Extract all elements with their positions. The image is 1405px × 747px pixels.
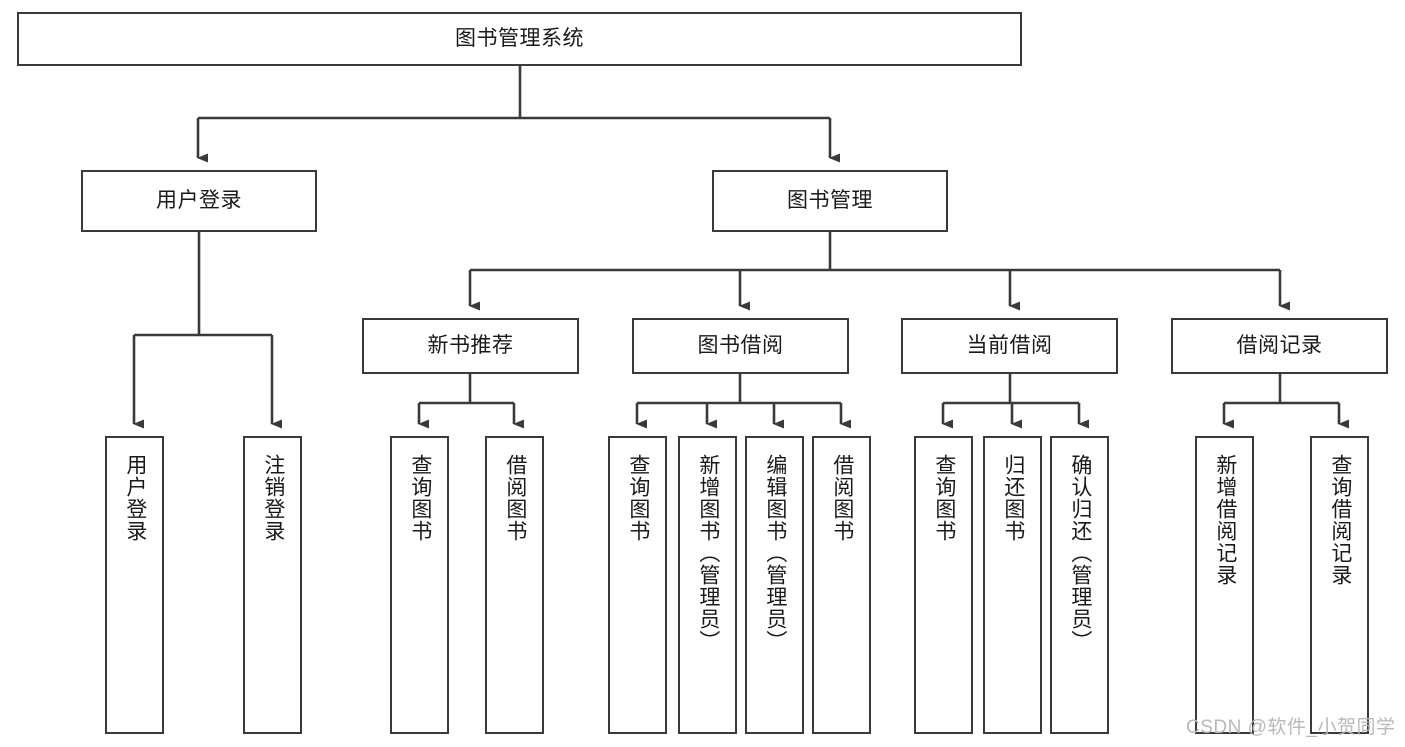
node-leaf-add-borrow-record[interactable]: 新增借阅记录	[1195, 436, 1254, 734]
node-label: 图书借阅	[697, 334, 784, 358]
node-leaf-return-book[interactable]: 归还图书	[983, 436, 1042, 734]
node-label: 借阅记录	[1236, 334, 1323, 358]
node-label: 查询借阅记录	[1328, 454, 1352, 586]
node-label: 归还图书	[1001, 454, 1025, 542]
watermark-text: CSDN @软件_小贺同学	[1186, 717, 1396, 738]
node-leaf-logout[interactable]: 注销登录	[243, 436, 302, 734]
node-level2-user-login[interactable]: 用户登录	[81, 170, 317, 232]
node-label: 用户登录	[123, 454, 147, 542]
node-root[interactable]: 图书管理系统	[17, 12, 1022, 66]
node-label: 新增图书（管理员）	[696, 454, 720, 652]
node-level3-current-borrow[interactable]: 当前借阅	[901, 318, 1118, 374]
node-leaf-edit-book-admin[interactable]: 编辑图书（管理员）	[745, 436, 804, 734]
node-label: 图书管理	[787, 189, 873, 213]
node-label: 新增借阅记录	[1213, 454, 1237, 586]
node-label: 查询图书	[932, 454, 956, 542]
node-label: 借阅图书	[830, 454, 854, 542]
node-level3-borrow-record[interactable]: 借阅记录	[1171, 318, 1388, 374]
node-level2-book-management[interactable]: 图书管理	[712, 170, 948, 232]
node-leaf-add-book-admin[interactable]: 新增图书（管理员）	[678, 436, 737, 734]
node-label: 当前借阅	[966, 334, 1053, 358]
node-leaf-borrow-book[interactable]: 借阅图书	[812, 436, 871, 734]
node-label: 查询图书	[408, 454, 432, 542]
node-label: 注销登录	[261, 454, 285, 542]
node-label: 编辑图书（管理员）	[763, 454, 787, 652]
node-level3-new-book-recommend[interactable]: 新书推荐	[362, 318, 579, 374]
node-leaf-query-book-borrow[interactable]: 查询图书	[608, 436, 667, 734]
node-leaf-confirm-return-admin[interactable]: 确认归还（管理员）	[1050, 436, 1109, 734]
node-leaf-query-book-recommend[interactable]: 查询图书	[390, 436, 449, 734]
node-leaf-query-book-current[interactable]: 查询图书	[914, 436, 973, 734]
node-level3-book-borrow[interactable]: 图书借阅	[632, 318, 849, 374]
node-leaf-borrow-book-recommend[interactable]: 借阅图书	[485, 436, 544, 734]
node-root-label: 图书管理系统	[455, 27, 584, 51]
node-label: 新书推荐	[427, 334, 514, 358]
node-leaf-query-borrow-record[interactable]: 查询借阅记录	[1310, 436, 1369, 734]
node-leaf-user-login[interactable]: 用户登录	[105, 436, 164, 734]
node-label: 查询图书	[626, 454, 650, 542]
node-label: 确认归还（管理员）	[1068, 454, 1092, 652]
node-label: 用户登录	[156, 189, 242, 213]
node-label: 借阅图书	[503, 454, 527, 542]
